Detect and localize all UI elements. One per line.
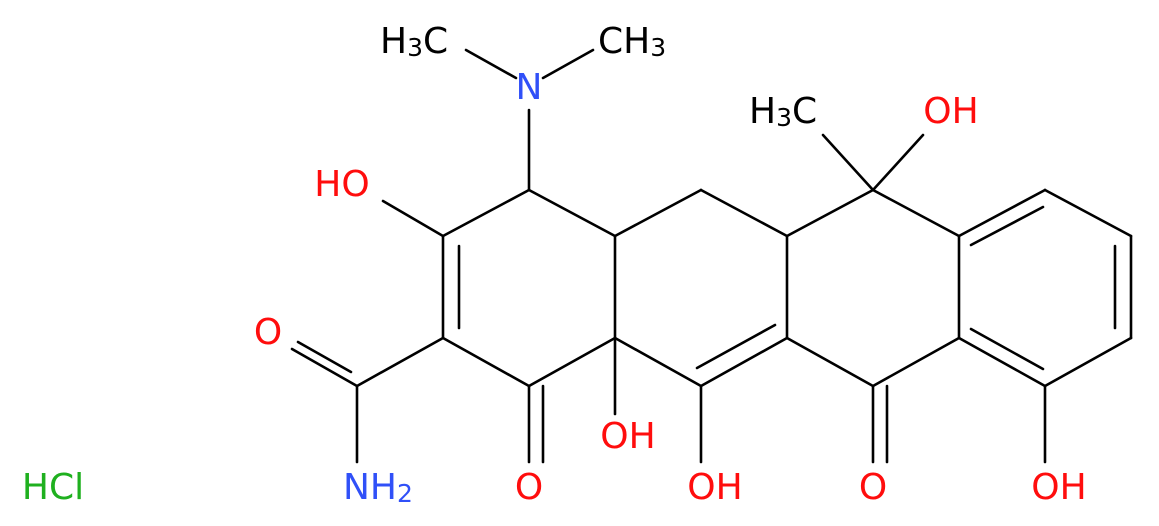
amide-nh2-label: NH2 xyxy=(343,467,413,508)
bond xyxy=(296,340,353,374)
bond xyxy=(441,188,531,238)
methyl-right-label: CH3 xyxy=(598,21,666,62)
bond xyxy=(871,133,925,192)
bond xyxy=(871,188,961,238)
bond xyxy=(541,48,595,80)
atom-labels: H3C CH3 N H3C OH HO O NH2 O OH OH O OH H… xyxy=(22,21,1087,508)
bond xyxy=(527,336,617,388)
bond xyxy=(1043,188,1133,238)
bond xyxy=(871,336,961,388)
bond xyxy=(441,336,531,388)
hydroxyl-c10-label: OH xyxy=(1031,467,1086,508)
methyl-left-label: H3C xyxy=(380,21,448,62)
c1-oxygen-label: O xyxy=(515,467,543,508)
bond xyxy=(957,188,1047,238)
bond xyxy=(969,327,1045,371)
bond xyxy=(527,188,617,238)
bond xyxy=(290,347,359,388)
bond xyxy=(699,188,789,238)
bond xyxy=(381,199,445,238)
hydroxyl-c12a-label: OH xyxy=(600,416,655,457)
bond xyxy=(613,188,703,238)
nitrogen-label: N xyxy=(516,67,543,108)
hydroxyl-c6-label: OH xyxy=(923,91,978,132)
bond xyxy=(699,336,789,388)
bond xyxy=(785,336,875,388)
hydrochloride-label: HCl xyxy=(22,467,84,508)
bond xyxy=(1043,336,1133,388)
amide-oxygen-label: O xyxy=(254,312,282,353)
bond xyxy=(355,336,445,388)
bond xyxy=(695,323,777,370)
bond xyxy=(969,205,1045,247)
hydroxyl-c3-label: HO xyxy=(314,164,369,205)
bond xyxy=(613,336,703,388)
methyl-c6-label: H3C xyxy=(749,91,817,132)
bond xyxy=(785,188,875,238)
bond xyxy=(957,336,1047,388)
hydroxyl-c12-label: OH xyxy=(687,467,742,508)
bonds xyxy=(290,48,1133,464)
bond xyxy=(821,133,875,192)
c11-oxygen-label: O xyxy=(859,467,887,508)
bond xyxy=(464,48,518,80)
